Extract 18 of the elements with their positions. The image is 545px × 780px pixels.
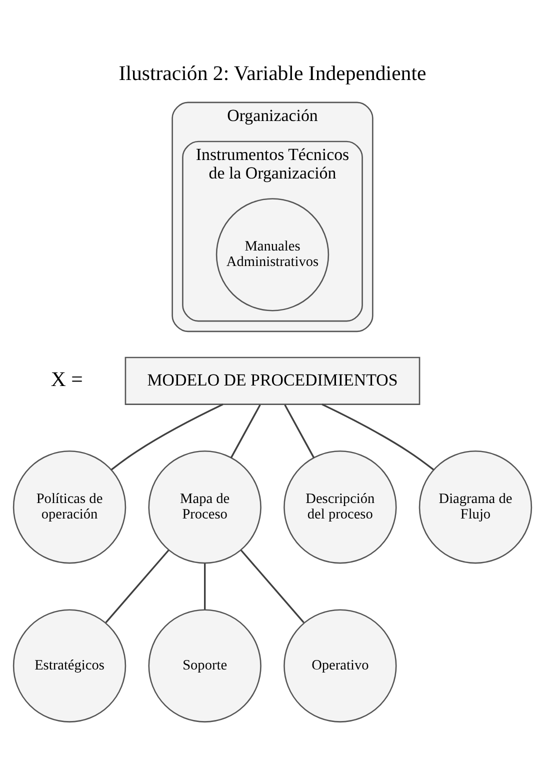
- connector: [204, 563, 206, 610]
- node-circle: Operativo: [284, 609, 397, 722]
- node-box: MODELO DE PROCEDIMIENTOS: [124, 356, 420, 405]
- node-circle: Diagrama de Flujo: [418, 450, 532, 564]
- connector: [284, 404, 315, 458]
- connector: [322, 404, 434, 470]
- connector: [110, 404, 224, 470]
- connector: [230, 404, 261, 458]
- node-circle: Mapa de Proceso: [148, 450, 262, 564]
- node-circle: Estratégicos: [12, 609, 126, 722]
- connector: [240, 550, 304, 624]
- node-circle: Soporte: [148, 609, 262, 722]
- node-circle: Manuales Administrativos: [216, 198, 330, 312]
- node-circle: Políticas de operación: [12, 450, 126, 564]
- connector: [105, 550, 170, 624]
- node-circle: Descripción del proceso: [284, 450, 397, 564]
- node-label: X =: [50, 366, 83, 391]
- diagram-title: Ilustración 2: Variable Independiente: [118, 61, 426, 86]
